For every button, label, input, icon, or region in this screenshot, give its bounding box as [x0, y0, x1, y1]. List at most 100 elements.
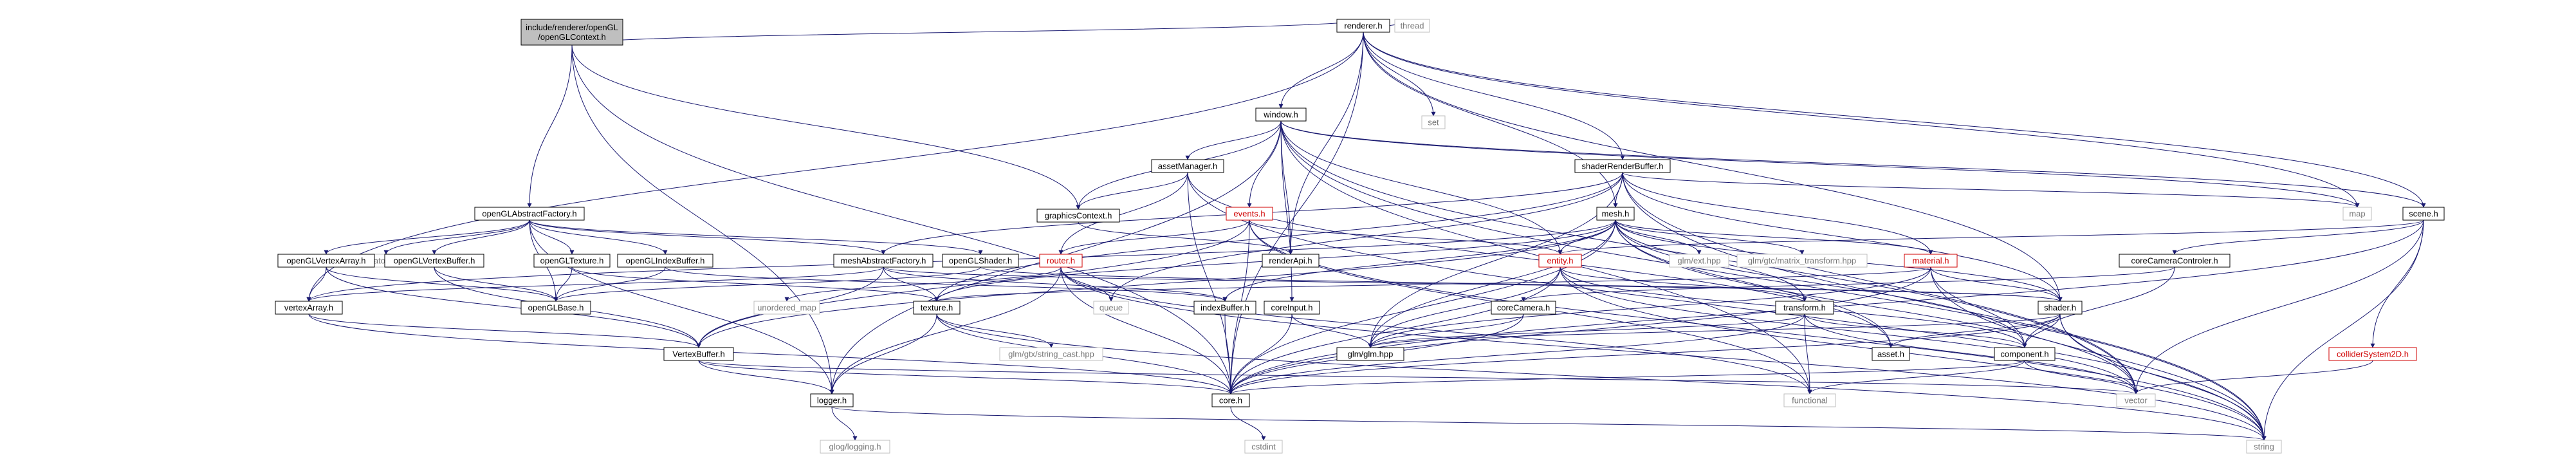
node-coreInput-h[interactable]: coreInput.h	[1264, 301, 1320, 315]
edge-openGLTexture_h-to-openGLBase_h	[553, 266, 573, 302]
node-core-h[interactable]: core.h	[1211, 393, 1250, 407]
edges-layer	[306, 19, 2426, 441]
edge-coreInput_h-to-core_h	[1228, 313, 1293, 395]
edge-openGLVertexBuffer_h-to-openGLBase_h	[434, 266, 558, 302]
node-shader-h[interactable]: shader.h	[2038, 301, 2083, 315]
edge-texture_h-to-logger_h	[829, 313, 937, 395]
edge-shaderRenderBuffer_h-to-material_h	[1622, 172, 1933, 255]
edge-vertexArray_h-to-core_h	[308, 313, 1233, 395]
node-root[interactable]: include/renderer/openGL/openGLContext.h	[520, 19, 623, 46]
node-thread: thread	[1394, 19, 1430, 33]
edge-renderer_h-to-shaderRenderBuffer_h	[1363, 32, 1625, 160]
node-mesh-h[interactable]: mesh.h	[1596, 207, 1635, 221]
node-unordered-map: unordered_map	[753, 301, 820, 315]
node-label: vector	[2124, 396, 2148, 405]
node-events-h[interactable]: events.h	[1226, 207, 1273, 221]
node-material-h[interactable]: material.h	[1904, 254, 1958, 268]
edge-mesh_h-to-component_h	[1615, 219, 2027, 348]
edge-window_h-to-coreInput_h	[1280, 120, 1294, 302]
node-openGLBase-h[interactable]: openGLBase.h	[520, 301, 591, 315]
node-label: map	[2349, 209, 2365, 219]
node-openGLAbstractFactory-h[interactable]: openGLAbstractFactory.h	[474, 207, 585, 221]
node-label: material.h	[1912, 256, 1949, 266]
edge-texture_h-to-string	[936, 313, 2267, 441]
node-label: functional	[1792, 396, 1828, 405]
node-glm-glm-hpp[interactable]: glm/glm.hpp	[1336, 347, 1404, 361]
node-coreCamera-h[interactable]: coreCamera.h	[1491, 301, 1556, 315]
edge-root-to-graphicsContext_h	[571, 44, 1081, 210]
node-openGLVertexArray-h[interactable]: openGLVertexArray.h	[277, 254, 375, 268]
edge-openGLAbstractFactory_h-to-openGLIndexBuffer_h	[529, 219, 668, 255]
edge-assetManager_h-to-router_h	[1058, 172, 1188, 255]
node-logger-h[interactable]: logger.h	[810, 393, 854, 407]
edge-openGLAbstractFactory_h-to-atomic	[383, 219, 530, 255]
node-label: meshAbstractFactory.h	[841, 256, 926, 266]
node-graphicsContext-h[interactable]: graphicsContext.h	[1036, 209, 1120, 223]
node-label: cstdint	[1251, 442, 1276, 452]
node-box	[533, 254, 611, 268]
node-box	[1596, 207, 1635, 221]
edge-scene_h-to-vector	[2133, 219, 2424, 395]
edge-mesh_h-to-indexBuffer_h	[1222, 219, 1616, 302]
node-label: component.h	[2000, 350, 2048, 359]
edge-window_h-to-scene_h	[1280, 120, 2426, 208]
node-entity-h[interactable]: entity.h	[1538, 254, 1582, 268]
node-window-h[interactable]: window.h	[1255, 107, 1307, 122]
node-assetManager-h[interactable]: assetManager.h	[1151, 159, 1224, 173]
node-box	[1736, 254, 1868, 268]
node-label: coreCamera.h	[1497, 303, 1550, 313]
node-transform-h[interactable]: transform.h	[1775, 301, 1834, 315]
node-openGLTexture-h[interactable]: openGLTexture.h	[533, 254, 611, 268]
node-renderer-h[interactable]: renderer.h	[1336, 19, 1390, 33]
node-meshAbstractFactory-h[interactable]: meshAbstractFactory.h	[833, 254, 934, 268]
node-box	[942, 254, 1019, 268]
node-box	[2119, 254, 2231, 268]
node-box	[1036, 209, 1120, 223]
edge-openGLAbstractFactory_h-to-openGLVertexArray_h	[324, 219, 530, 255]
edge-renderer_h-to-map	[1363, 32, 2360, 208]
node-openGLVertexBuffer-h[interactable]: openGLVertexBuffer.h	[384, 254, 484, 268]
node-box	[1255, 107, 1307, 122]
node-box	[1262, 254, 1320, 268]
node-colliderSystem2D-h[interactable]: colliderSystem2D.h	[2328, 347, 2417, 361]
node-vertexArray-h[interactable]: vertexArray.h	[275, 301, 343, 315]
edge-openGLShader_h-to-openGLBase_h	[553, 266, 981, 302]
node-functional: functional	[1783, 393, 1836, 407]
edge-entity_h-to-vector	[1559, 266, 2139, 395]
node-box	[999, 347, 1103, 361]
edge-shaderRenderBuffer_h-to-map	[1622, 172, 2360, 208]
node-shaderRenderBuffer-h[interactable]: shaderRenderBuffer.h	[1574, 159, 1671, 173]
edge-entity_h-to-core_h	[1228, 266, 1561, 395]
edge-renderer_h-to-renderApi_h	[1288, 32, 1364, 255]
edge-shader_h-to-core_h	[1228, 313, 2061, 395]
node-scene-h[interactable]: scene.h	[2402, 207, 2445, 221]
node-openGLShader-h[interactable]: openGLShader.h	[942, 254, 1019, 268]
node-indexBuffer-h[interactable]: indexBuffer.h	[1193, 301, 1256, 315]
node-openGLIndexBuffer-h[interactable]: openGLIndexBuffer.h	[617, 254, 713, 268]
node-renderApi-h[interactable]: renderApi.h	[1262, 254, 1320, 268]
node-box	[277, 254, 375, 268]
edge-assetManager_h-to-graphicsContext_h	[1076, 172, 1188, 210]
node-box	[2038, 301, 2083, 315]
edge-meshAbstractFactory_h-to-vertexArray_h	[306, 266, 884, 302]
node-asset-h[interactable]: asset.h	[1872, 347, 1910, 361]
edge-entity_h-to-transform_h	[1559, 266, 1807, 302]
node-label: coreCameraControler.h	[2131, 256, 2218, 266]
node-coreCameraControler-h[interactable]: coreCameraControler.h	[2119, 254, 2231, 268]
node-texture-h[interactable]: texture.h	[913, 301, 961, 315]
node-component-h[interactable]: component.h	[1994, 347, 2056, 361]
edge-VertexBuffer_h-to-core_h	[698, 360, 1233, 395]
edge-entity_h-to-string	[1559, 266, 2267, 441]
edge-renderer_h-to-shader_h	[1363, 32, 2063, 302]
node-label: openGLBase.h	[528, 303, 584, 313]
edge-root-to-renderer_h	[571, 19, 1366, 46]
edge-events_h-to-VertexBuffer_h	[696, 219, 1250, 348]
node-glog-logging-h: glog/logging.h	[820, 440, 890, 454]
node-router-h[interactable]: router.h	[1039, 254, 1083, 268]
node-VertexBuffer-h[interactable]: VertexBuffer.h	[663, 347, 734, 361]
node-box	[2116, 393, 2156, 407]
node-set: set	[1421, 115, 1446, 129]
edge-router_h-to-string	[1060, 266, 2267, 441]
edge-renderer_h-to-set	[1363, 32, 1436, 116]
node-box	[2402, 207, 2445, 221]
